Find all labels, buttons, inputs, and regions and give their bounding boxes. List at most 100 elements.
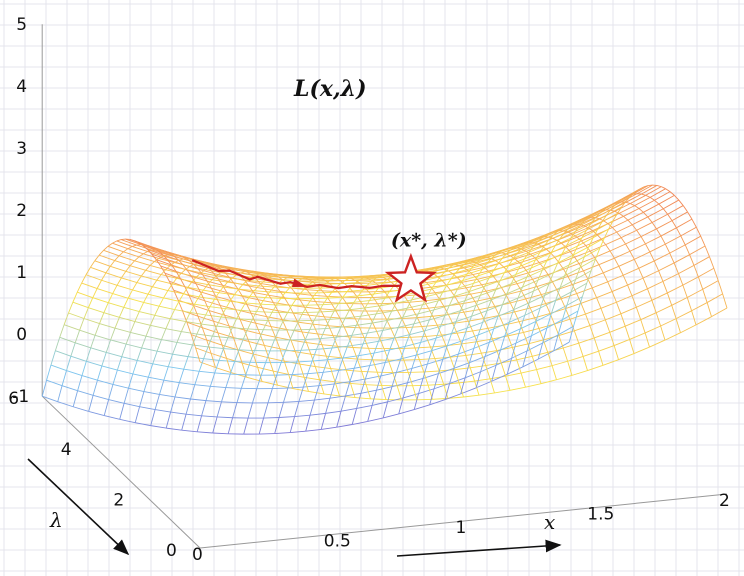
surface-mesh-line [552,237,558,241]
surface-mesh-line [589,244,606,252]
surface-mesh-line [438,367,455,375]
surface-mesh-line [257,367,263,382]
surface-mesh-line [492,338,498,351]
surface-mesh-line [171,278,178,285]
surface-mesh-line [427,358,443,365]
surface-mesh-line [438,370,445,385]
surface-mesh-line [391,382,408,388]
surface-mesh-line [183,258,188,260]
surface-mesh-line [207,262,212,265]
surface-mesh-line [519,315,526,329]
surface-mesh-line [571,370,588,376]
surface-mesh-line [110,328,116,341]
surface-mesh-line [253,292,259,300]
surface-mesh-line [194,371,200,385]
surface-mesh-line [223,286,239,290]
surface-mesh-line [324,280,330,285]
surface-mesh-line [242,295,259,301]
surface-mesh-line [96,280,102,289]
surface-mesh-line [214,265,219,267]
surface-mesh-line [185,269,202,274]
surface-mesh-line [136,275,142,283]
surface-mesh-line [145,269,162,275]
surface-mesh-line [271,326,287,330]
surface-mesh-line [540,299,556,309]
surface-mesh-line [116,284,133,291]
surface-mesh-line [577,237,594,247]
surface-mesh-line [568,326,575,343]
surface-mesh-line [85,274,102,281]
surface-mesh-line [371,320,388,324]
surface-mesh-line [528,267,544,274]
surface-mesh-line [548,275,565,285]
surface-mesh-line [265,297,281,299]
surface-mesh-line [178,369,185,383]
surface-mesh-line [449,368,455,384]
surface-mesh-line [627,284,633,296]
surface-mesh-line [625,201,631,204]
surface-mesh-line [322,290,338,293]
surface-mesh-line [462,334,479,342]
surface-mesh-line [421,326,427,337]
surface-mesh-line [134,260,151,266]
surface-mesh-line [439,298,445,307]
surface-mesh-line [119,316,136,322]
z-tick-label: 4 [16,77,27,97]
surface-mesh-line [495,283,512,291]
surface-mesh-line [658,203,664,210]
surface-mesh-line [426,282,432,288]
surface-mesh-line [112,242,128,250]
surface-mesh-line [651,222,657,230]
surface-mesh-line [198,268,214,274]
surface-mesh-line [542,327,548,344]
surface-mesh-line [422,300,439,306]
surface-mesh-line [568,224,574,229]
surface-mesh-line [340,282,356,285]
surface-mesh-line [592,281,608,289]
surface-mesh-line [172,283,188,288]
surface-mesh-line [197,315,214,322]
surface-mesh-line [282,312,288,322]
surface-mesh-line [156,259,172,266]
surface-mesh-line [530,253,536,259]
surface-mesh-line [490,298,496,307]
surface-mesh-line [337,346,343,358]
surface-mesh-line [537,237,543,243]
surface-mesh-line [334,381,340,397]
surface-mesh-line [574,225,581,232]
surface-mesh-line [418,359,425,373]
surface-mesh-line [448,270,454,275]
surface-mesh-line [68,312,85,319]
surface-mesh-line [678,264,695,274]
surface-mesh-line [528,246,534,253]
surface-mesh-line [671,297,688,306]
surface-mesh-line [346,303,352,311]
surface-mesh-line [205,314,222,318]
surface-mesh-line [224,272,230,278]
surface-mesh-line [125,238,142,245]
surface-mesh-line [414,347,420,360]
surface-mesh-line [297,280,314,283]
surface-mesh-line [50,350,56,366]
surface-mesh-line [319,379,336,383]
surface-mesh-line [441,280,447,286]
surface-mesh-line [267,278,283,281]
surface-mesh-line [202,274,208,282]
surface-mesh-line [361,370,378,373]
surface-mesh-line [428,305,444,309]
surface-mesh-line [105,272,122,279]
surface-mesh-line [163,297,180,302]
surface-mesh-line [496,280,502,288]
surface-mesh-line [260,272,266,275]
surface-mesh-line [307,298,313,306]
surface-mesh-line [392,372,398,386]
surface-mesh-line [603,205,609,210]
surface-mesh-line [713,268,719,281]
surface-mesh-line [289,329,295,341]
surface-mesh-line [582,356,588,371]
surface-mesh-line [294,329,310,331]
surface-mesh-line [585,313,591,326]
surface-mesh-line [433,305,450,311]
surface-mesh-line [136,282,153,288]
surface-mesh-line [537,270,543,281]
